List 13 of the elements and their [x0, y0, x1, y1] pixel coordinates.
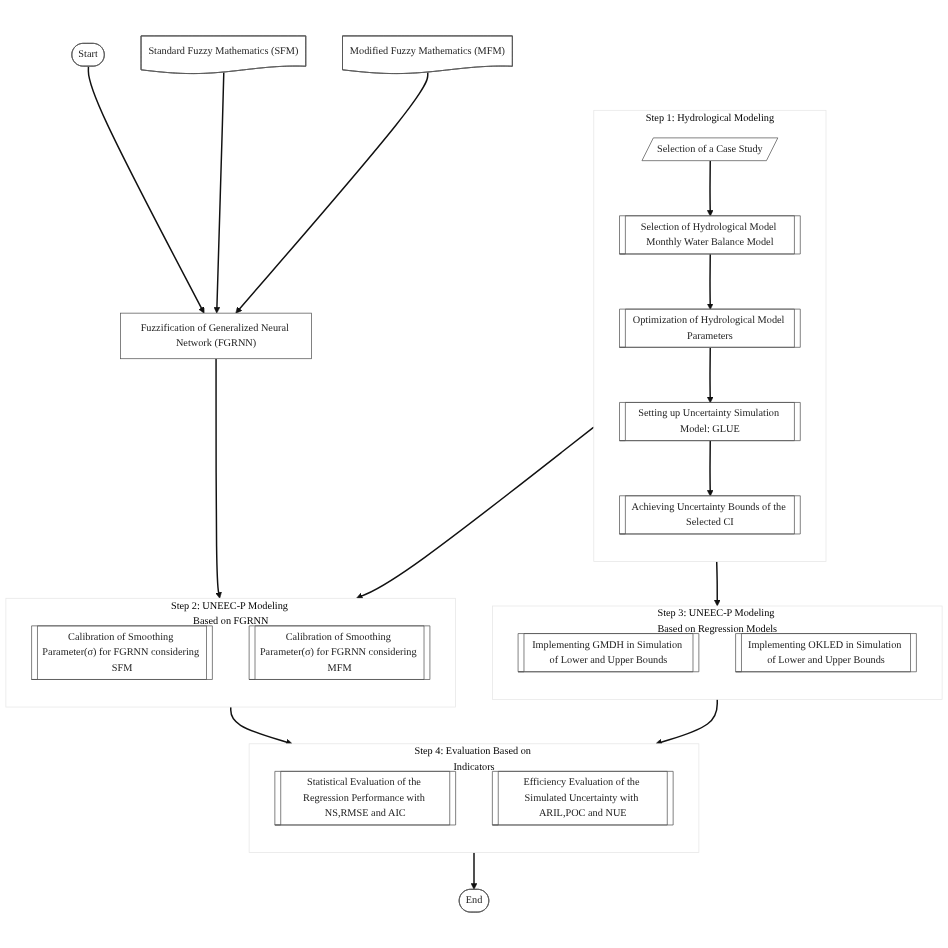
arrow: [714, 560, 721, 607]
arrow: [655, 698, 718, 746]
arrow: [470, 851, 478, 890]
arrow: [87, 65, 205, 314]
arrow: [213, 71, 225, 314]
arrow: [235, 71, 429, 314]
arrow: [706, 253, 714, 310]
arrow: [706, 160, 714, 217]
arrow: [215, 357, 222, 599]
arrow: [356, 426, 595, 599]
arrow: [706, 346, 714, 404]
arrow: [230, 706, 293, 746]
arrow: [706, 440, 714, 497]
